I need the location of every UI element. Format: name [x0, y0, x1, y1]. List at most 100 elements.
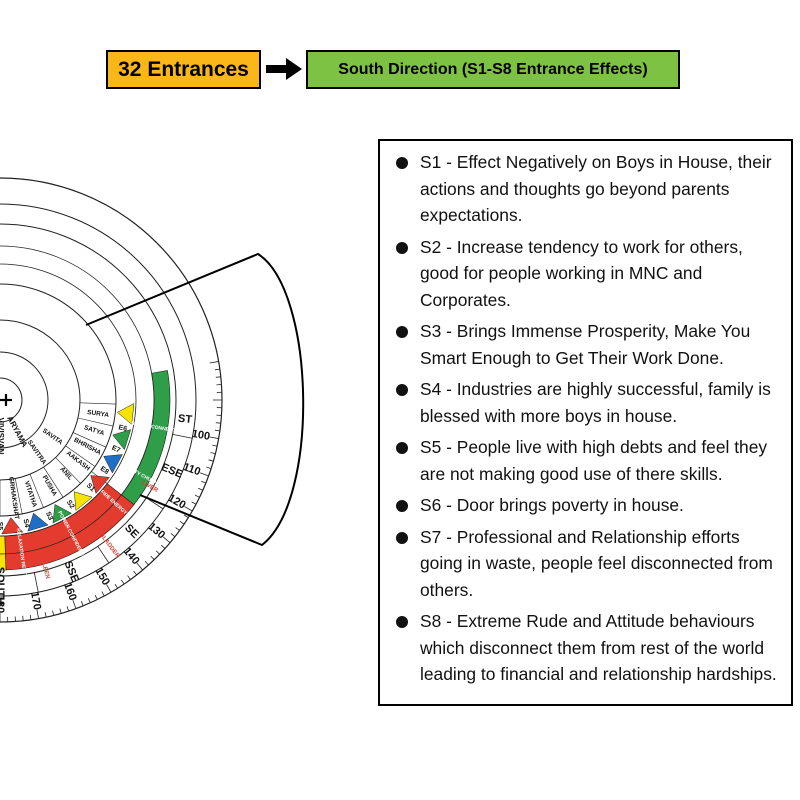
degree-tick	[59, 608, 62, 614]
degree-tick	[194, 494, 200, 498]
degree-tick	[162, 536, 171, 544]
deity-divider	[14, 478, 23, 514]
degree-tick	[150, 555, 155, 560]
deity-divider	[72, 432, 107, 448]
degree-tick	[80, 601, 84, 606]
degree-tick	[184, 506, 193, 512]
degree-tick	[101, 591, 105, 597]
deity-divider	[77, 417, 114, 427]
entrance-marker	[90, 475, 110, 495]
degree-tick	[212, 444, 218, 447]
deity-divider	[65, 445, 96, 467]
degree-tick	[22, 615, 24, 621]
ring-line	[0, 245, 155, 555]
degree-tick	[114, 583, 118, 589]
direction-divider	[97, 546, 110, 564]
degree-tick	[215, 376, 221, 378]
deity-divider	[79, 402, 116, 405]
entrance-label: E8	[99, 465, 110, 476]
degree-label: 160	[61, 581, 79, 602]
degree-tick	[198, 487, 203, 491]
entrance-marker	[27, 512, 49, 532]
degree-tick	[44, 612, 47, 618]
effects-panel: S1 - Effect Negatively on Boys in House,…	[378, 139, 793, 706]
entrance-label: S1	[85, 482, 96, 493]
degree-tick	[52, 610, 55, 616]
effect-item-s2: S2 - Increase tendency to work for other…	[394, 234, 781, 314]
core-label: VIVISVAN	[0, 418, 5, 455]
degree-tick	[191, 501, 197, 505]
degree-tick	[160, 544, 166, 549]
degree-label: 180	[0, 595, 6, 613]
deity-label: SURYA	[87, 409, 110, 419]
entrance-marker	[1, 517, 24, 535]
entrance-marker	[116, 403, 135, 425]
effect-item-s1: S1 - Effect Negatively on Boys in House,…	[394, 149, 781, 229]
degree-tick	[106, 584, 112, 593]
degree-tick	[214, 368, 220, 371]
entrance-marker	[73, 491, 93, 511]
direction-label: SOUTH	[0, 567, 6, 606]
degree-tick	[170, 533, 176, 537]
south-direction-label: South Direction (S1-S8 Entrance Effects)	[306, 50, 680, 89]
entrance-marker	[112, 429, 132, 451]
degree-tick	[214, 429, 220, 432]
degree-tick	[72, 600, 77, 609]
entrance-label: S5	[0, 522, 3, 531]
entrance-label: S3	[44, 511, 54, 522]
ring-line	[0, 377, 23, 423]
effects-list: S1 - Effect Negatively on Boys in House,…	[394, 149, 781, 688]
entrance-label: S2	[65, 499, 76, 510]
degree-tick	[155, 550, 160, 555]
direction-label: ST	[177, 413, 193, 426]
degree-tick	[121, 579, 125, 585]
degree-tick	[87, 598, 91, 603]
effect-item-s4: S4 - Industries are highly successful, f…	[394, 376, 781, 429]
effect-item-s8: S8 - Extreme Rude and Attitude behaviour…	[394, 608, 781, 688]
degree-label: 170	[28, 591, 43, 611]
direction-divider	[172, 433, 193, 439]
degree-tick	[208, 459, 214, 462]
degree-tick	[209, 436, 219, 439]
ring-line	[0, 203, 197, 597]
degree-tick	[209, 361, 219, 364]
entrance-marker	[103, 454, 123, 474]
degree-label: 100	[191, 428, 211, 443]
degree-tick	[66, 606, 69, 612]
entrances-label: 32 Entrances	[106, 50, 261, 89]
degree-tick	[144, 560, 149, 566]
effect-item-s6: S6 - Door brings poverty in house.	[394, 492, 781, 519]
degree-tick	[210, 452, 216, 455]
degree-tick	[183, 514, 189, 518]
entrance-label: E6	[118, 424, 128, 433]
degree-label: 110	[181, 461, 202, 478]
zoom-callout	[85, 252, 305, 547]
ring-line	[0, 351, 49, 449]
degree-tick	[200, 472, 209, 477]
degree-tick	[133, 570, 137, 576]
deity-divider	[43, 466, 64, 498]
degree-tick	[36, 609, 39, 619]
ring-line	[0, 263, 137, 537]
entrance-marker	[52, 504, 73, 524]
direction-divider	[33, 572, 39, 593]
degree-tick	[215, 422, 221, 424]
degree-tick	[136, 562, 144, 571]
effect-item-s7: S7 - Professional and Relationship effor…	[394, 524, 781, 604]
yellow-ring-segment	[0, 535, 7, 571]
entrance-label: S4	[22, 518, 31, 528]
degree-tick	[94, 594, 98, 600]
ring-line	[0, 283, 117, 517]
degree-tick	[179, 521, 185, 525]
entrance-label: E7	[111, 445, 122, 455]
effect-item-s5: S5 - People live with high debts and fee…	[394, 434, 781, 487]
degree-tick	[127, 575, 131, 580]
deity-divider	[29, 474, 44, 508]
right-arrow-icon	[266, 58, 302, 80]
ring-line	[0, 319, 81, 481]
effect-item-s3: S3 - Brings Immense Prosperity, Make You…	[394, 318, 781, 371]
degree-tick	[29, 614, 32, 620]
degree-tick	[175, 527, 180, 531]
deity-divider	[55, 457, 81, 484]
